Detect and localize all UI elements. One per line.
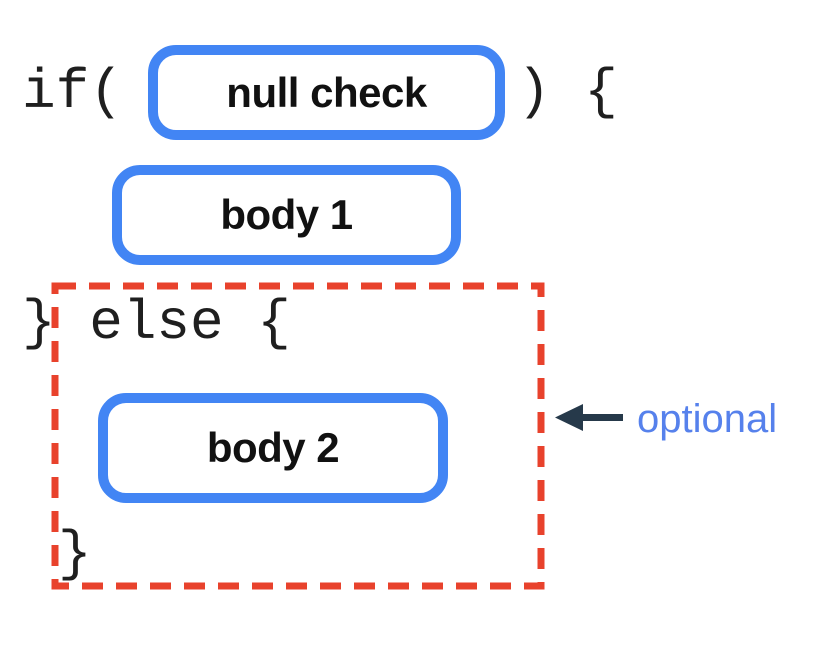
body1-box: body 1: [112, 165, 461, 265]
condition-box: null check: [148, 45, 505, 140]
code-else-line: } else {: [22, 291, 291, 355]
optional-region-dashed-rect: [51, 282, 545, 590]
optional-region-outline: [51, 282, 545, 590]
optional-label: optional: [637, 397, 778, 441]
left-arrow-shape: [555, 404, 623, 431]
body2-box: body 2: [98, 393, 448, 503]
code-if-close: ) {: [517, 60, 618, 124]
body2-box-label: body 2: [206, 424, 340, 471]
body1-box-label: body 1: [220, 191, 353, 238]
left-arrow-icon: [555, 404, 623, 431]
condition-box-label: null check: [226, 68, 427, 116]
code-closing-brace: }: [58, 522, 92, 586]
code-if-open: if(: [22, 60, 123, 124]
